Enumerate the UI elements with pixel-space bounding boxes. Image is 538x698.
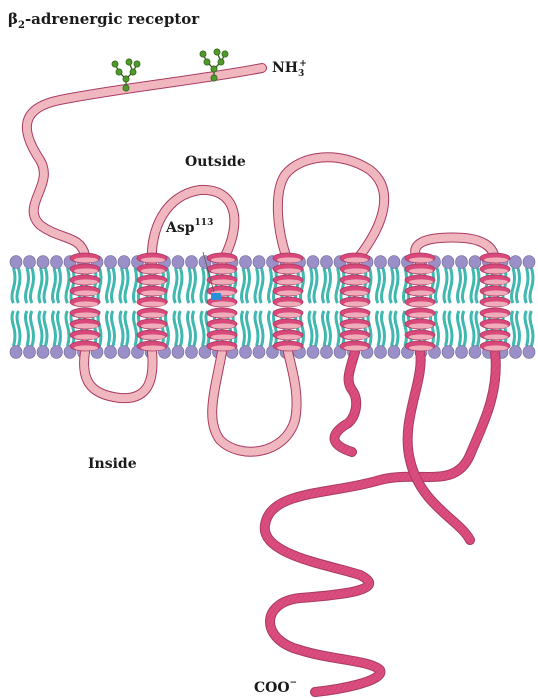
lipid-molecule (510, 256, 522, 359)
alpha-helix-icon (137, 253, 167, 351)
diagram-title: β2-adrenergic receptor (8, 10, 200, 31)
alpha-helix-icon (480, 253, 510, 351)
protein-ribbon (27, 68, 496, 692)
lipid-molecule (24, 256, 36, 359)
lipid-molecule (240, 256, 252, 359)
asp-113-label: Asp113 (165, 218, 213, 236)
lipid-molecule (469, 256, 481, 359)
alpha-helix-icon (405, 253, 435, 351)
lipid-molecule (375, 256, 387, 359)
inside-label: Inside (88, 456, 137, 472)
outside-label: Outside (185, 154, 246, 170)
lipid-molecule (456, 256, 468, 359)
lipid-molecule (307, 256, 319, 359)
lipid-molecule (186, 256, 198, 359)
alpha-helix-icon (207, 253, 237, 351)
c-terminus-label: COO− (254, 678, 297, 696)
lipid-molecule (523, 256, 535, 359)
n-terminus-label: NH3+ (272, 59, 307, 79)
lipid-molecule (10, 256, 22, 359)
lipid-molecule (51, 256, 63, 359)
alpha-helix-icon (70, 253, 100, 351)
lipid-molecule (321, 256, 333, 359)
lipid-molecule (253, 256, 265, 359)
lipid-molecule (172, 256, 184, 359)
lipid-molecule (105, 256, 117, 359)
lipid-molecule (37, 256, 49, 359)
alpha-helix-icon (340, 253, 370, 351)
lipid-molecule (118, 256, 130, 359)
alpha-helix-icon (273, 253, 303, 351)
lipid-molecule (442, 256, 454, 359)
lipid-molecule (388, 256, 400, 359)
